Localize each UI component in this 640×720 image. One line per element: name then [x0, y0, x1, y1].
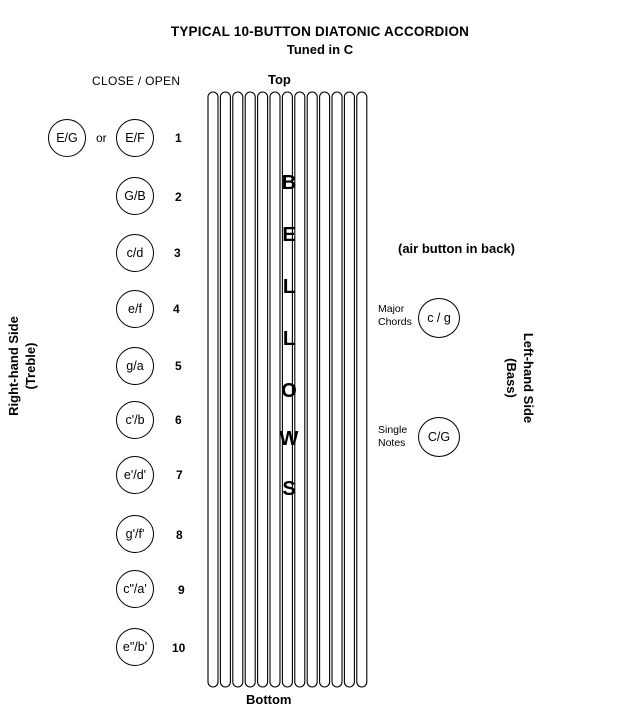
button-number: 4 [173, 302, 180, 316]
treble-alt-button[interactable]: E/G [48, 119, 86, 157]
treble-button-1[interactable]: E/F [116, 119, 154, 157]
button-number: 1 [175, 131, 182, 145]
button-number: 8 [176, 528, 183, 542]
button-number: 2 [175, 190, 182, 204]
bellows-fold [244, 91, 256, 688]
diagram-subtitle: Tuned in C [286, 42, 354, 57]
button-number: 6 [175, 413, 182, 427]
treble-button-7[interactable]: e'/d' [116, 456, 154, 494]
bellows-fold [356, 91, 368, 688]
bellows-fold [219, 91, 231, 688]
bellows-letter: B [281, 172, 297, 194]
bellows-fold [306, 91, 318, 688]
diagram-title: TYPICAL 10-BUTTON DIATONIC ACCORDION [170, 24, 470, 39]
button-number: 9 [178, 583, 185, 597]
treble-button-2[interactable]: G/B [116, 177, 154, 215]
treble-button-3[interactable]: c/d [116, 234, 154, 272]
bellows-letter: O [281, 380, 297, 402]
bellows-fold [281, 91, 293, 688]
treble-side-label-line2: (Treble) [23, 342, 38, 390]
bellows-fold [207, 91, 219, 688]
bellows-top-label: Top [268, 72, 291, 87]
bellows-fold [343, 91, 355, 688]
air-button-note: (air button in back) [398, 241, 515, 256]
treble-button-6[interactable]: c'/b [116, 401, 154, 439]
major-chords-label-line2: Chords [378, 316, 412, 328]
bellows-bottom-label: Bottom [246, 692, 292, 707]
bellows-letter: S [282, 478, 296, 500]
treble-button-10[interactable]: e"/b' [116, 628, 154, 666]
button-number: 3 [174, 246, 181, 260]
bass-side-label-line2: (Bass) [504, 358, 519, 398]
major-chords-label: Major Chords [378, 303, 412, 329]
treble-button-5[interactable]: g/a [116, 347, 154, 385]
treble-side-label-line1: Right-hand Side [6, 316, 21, 416]
treble-button-8[interactable]: g'/f' [116, 515, 154, 553]
or-label: or [96, 131, 107, 145]
bellows-fold [269, 91, 281, 688]
close-open-header: CLOSE / OPEN [92, 74, 181, 88]
bellows-fold [319, 91, 331, 688]
bellows-letter: L [282, 276, 296, 298]
single-notes-label: Single Notes [378, 424, 407, 450]
bellows-letter: E [282, 224, 296, 246]
bass-side-label-line1: Left-hand Side [521, 332, 536, 424]
treble-button-9[interactable]: c"/a' [116, 570, 154, 608]
button-number: 10 [172, 641, 186, 655]
bellows-letter: W [279, 428, 299, 450]
bellows-letter: L [282, 328, 296, 350]
major-chords-label-line1: Major [378, 303, 405, 315]
bass-chords-button[interactable]: c / g [418, 298, 460, 338]
bellows-fold [331, 91, 343, 688]
bellows-fold [257, 91, 269, 688]
button-number: 5 [175, 359, 182, 373]
bellows-fold [232, 91, 244, 688]
bellows-fold [294, 91, 306, 688]
single-notes-label-line2: Notes [378, 437, 406, 449]
single-notes-label-line1: Single [378, 424, 408, 436]
button-number: 7 [176, 468, 183, 482]
treble-button-4[interactable]: e/f [116, 290, 154, 328]
bass-notes-button[interactable]: C/G [418, 417, 460, 457]
